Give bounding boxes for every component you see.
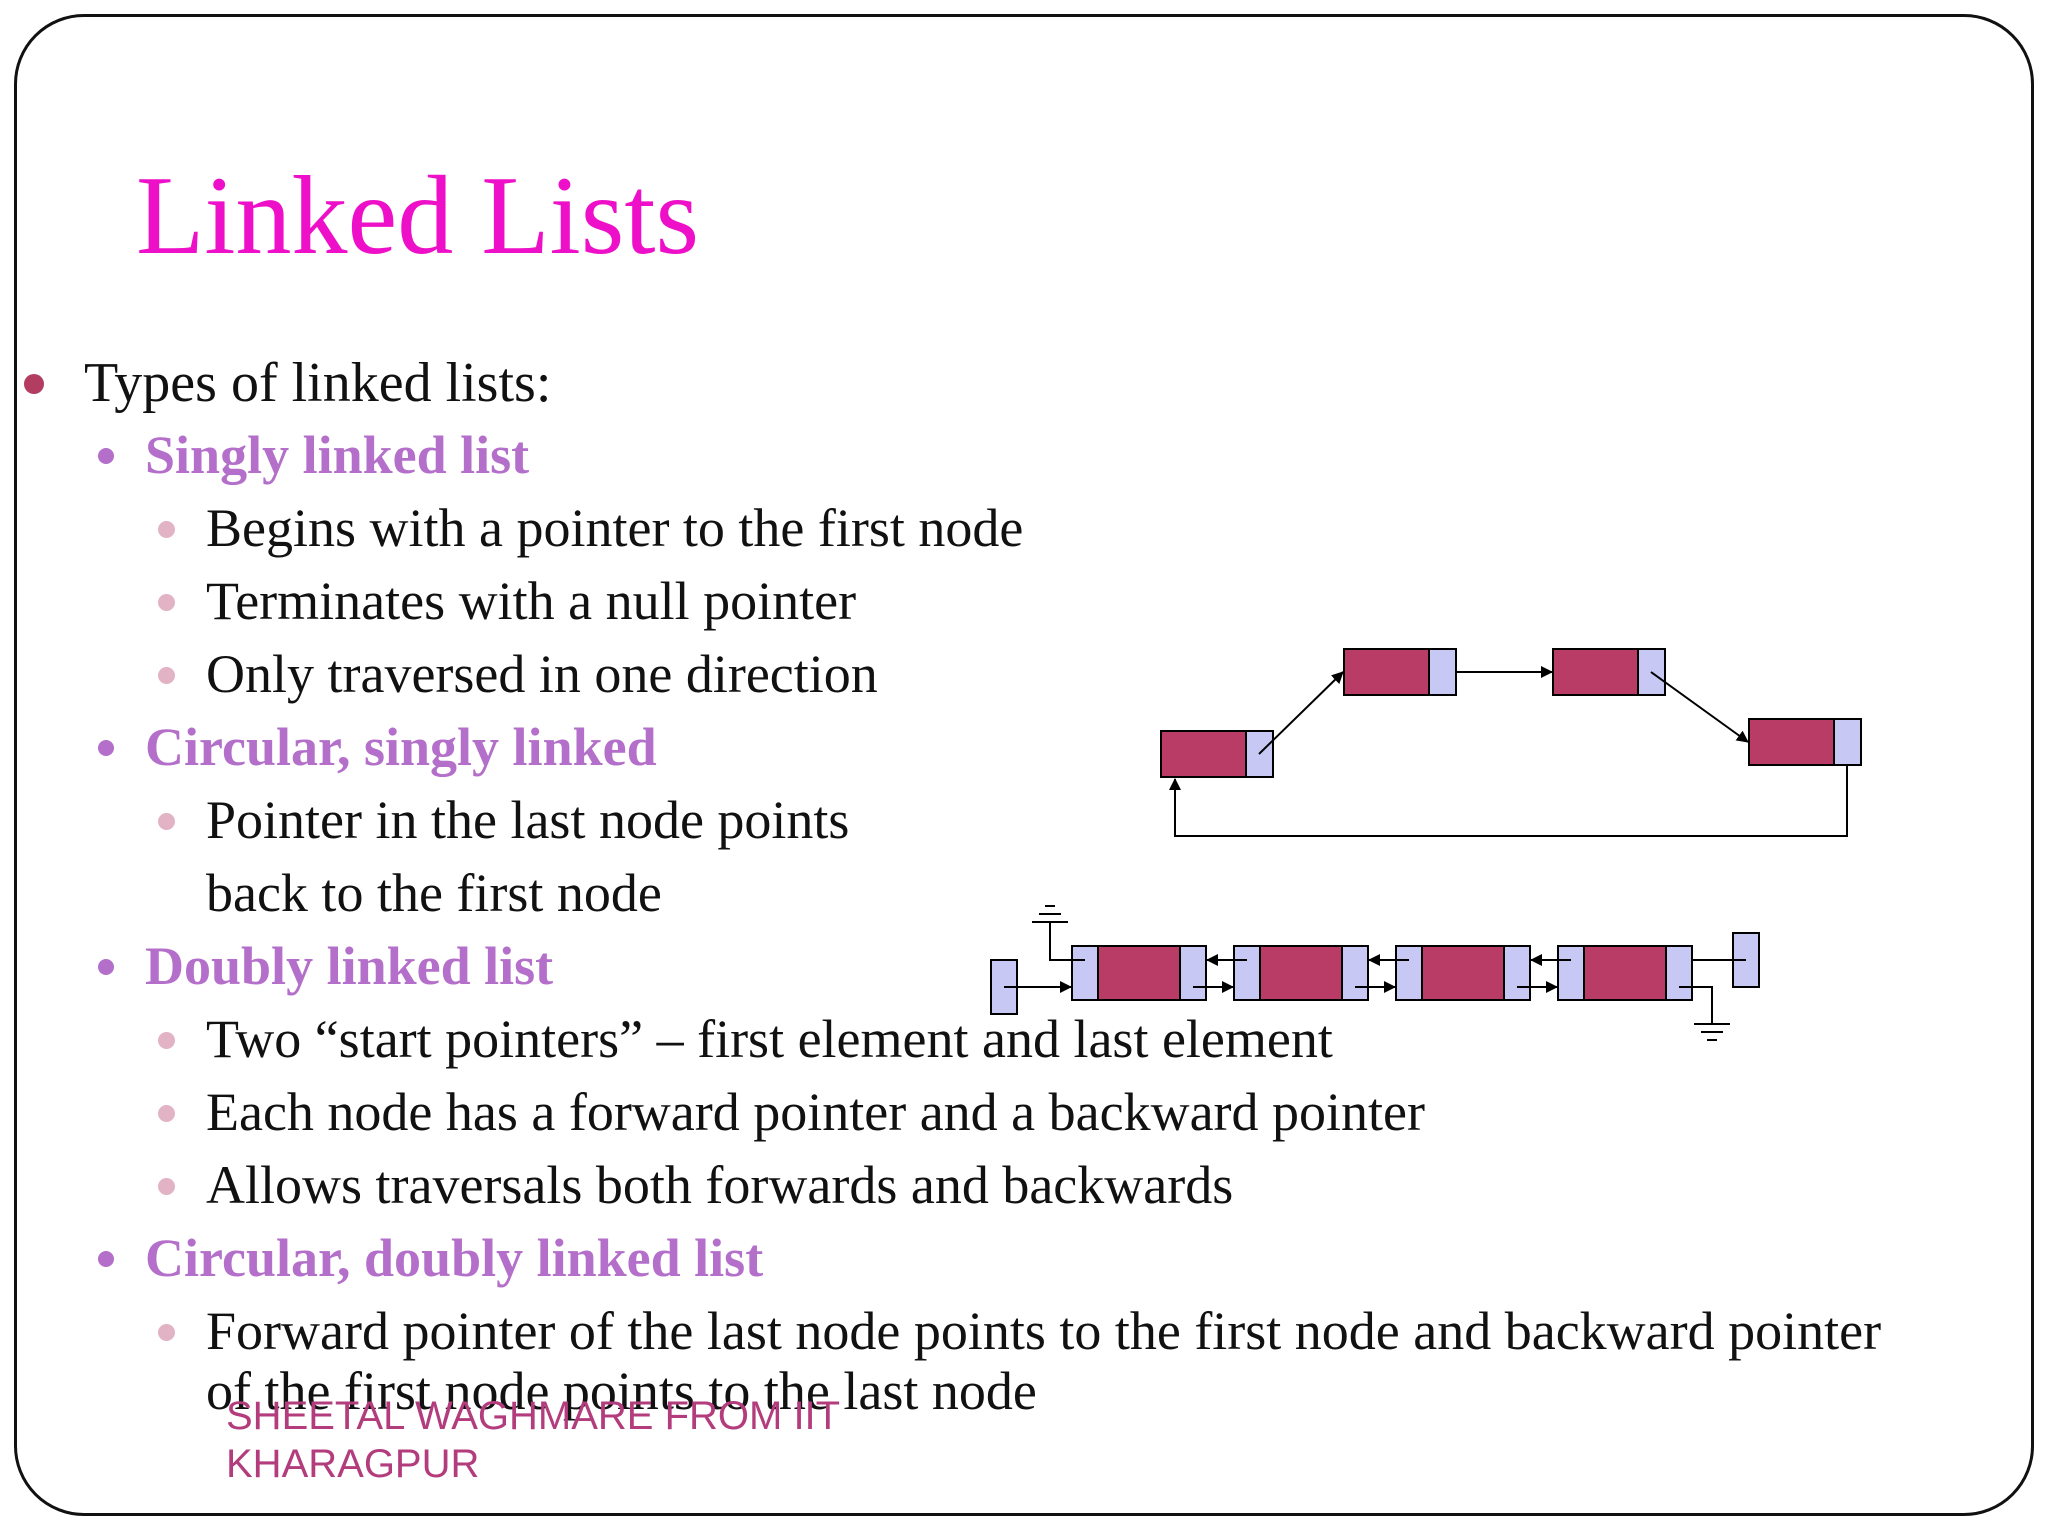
list-item: Pointer in the last node points	[206, 790, 850, 850]
list-node	[1343, 648, 1457, 696]
slide-title: Linked Lists	[136, 154, 700, 278]
list-item-continuation: of the first node points to the last nod…	[206, 1361, 1037, 1421]
bullet-dot	[158, 1178, 175, 1195]
bullet-types-intro: Types of linked lists:	[84, 352, 552, 414]
null-ground-icon	[1679, 986, 1730, 1041]
next-pointer-arrow	[1650, 671, 1749, 743]
next-pointer-arrow	[1258, 671, 1344, 755]
list-node	[1071, 945, 1207, 1001]
bullet-dot	[158, 594, 175, 611]
bullet-dot	[158, 1105, 175, 1122]
list-item: Only traversed in one direction	[206, 644, 878, 704]
list-item: Begins with a pointer to the first node	[206, 498, 1024, 558]
list-node	[1395, 945, 1531, 1001]
bullet-dot	[98, 740, 114, 756]
list-node	[1748, 718, 1862, 766]
bullet-dot	[158, 521, 175, 538]
list-item: Forward pointer of the last node points …	[206, 1301, 1882, 1361]
heading-singly-linked: Singly linked list	[145, 425, 530, 485]
list-item: Allows traversals both forwards and back…	[206, 1155, 1234, 1215]
list-node	[1557, 945, 1693, 1001]
circular-singly-diagram	[1160, 648, 1862, 837]
bullet-dot	[24, 374, 44, 394]
list-item: Each node has a forward pointer and a ba…	[206, 1082, 1425, 1142]
null-ground-icon	[1032, 905, 1085, 961]
doubly-linked-diagram	[990, 905, 1760, 1041]
list-node	[1552, 648, 1666, 696]
list-node	[1160, 730, 1274, 778]
bullet-dot	[98, 448, 114, 464]
list-item: Terminates with a null pointer	[206, 571, 857, 631]
bullet-dot	[98, 1251, 114, 1267]
list-node	[1233, 945, 1369, 1001]
slide-frame	[14, 14, 2034, 1516]
heading-doubly-linked: Doubly linked list	[145, 936, 554, 996]
heading-circular-doubly: Circular, doubly linked list	[145, 1228, 764, 1288]
list-item-continuation: back to the first node	[206, 863, 662, 923]
footer-author: SHEETAL WAGHMARE FROM IIT KHARAGPUR	[226, 1394, 840, 1486]
bullet-dot	[158, 667, 175, 684]
list-item: Two “start pointers” – first element and…	[206, 1009, 1333, 1069]
circular-back-arrow	[1169, 765, 1848, 837]
bullet-dot	[158, 1032, 175, 1049]
heading-circular-singly: Circular, singly linked	[145, 717, 657, 777]
bullet-dot	[158, 1324, 175, 1341]
bullet-dot	[98, 959, 114, 975]
bullet-dot	[158, 813, 175, 830]
